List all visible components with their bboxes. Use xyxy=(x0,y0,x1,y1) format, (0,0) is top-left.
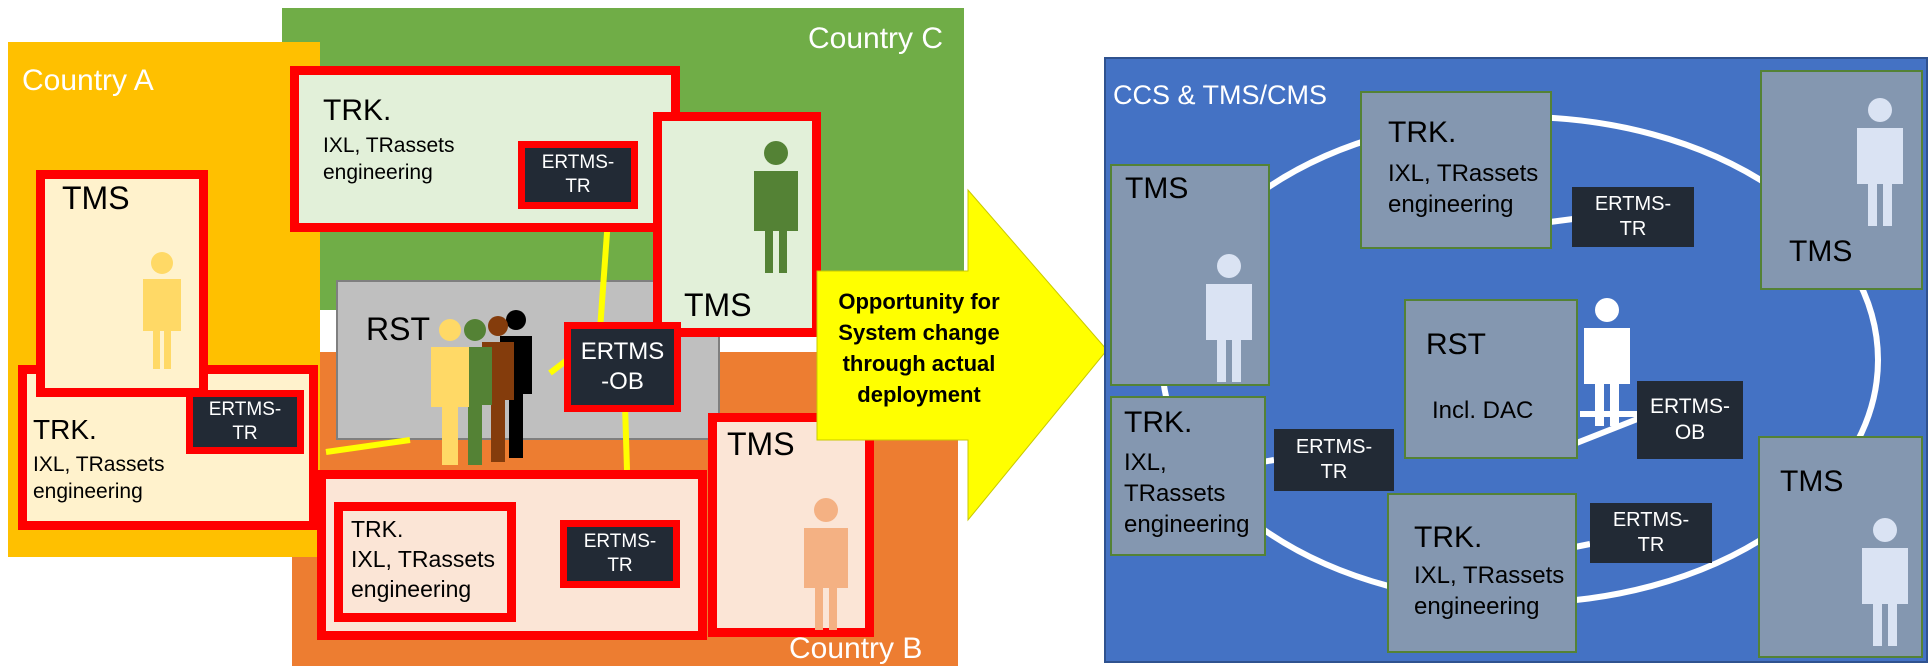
country-c-tms-box xyxy=(653,112,821,337)
right-trk-left-ertms-tr-chip: ERTMS- TR xyxy=(1274,429,1394,491)
right-tms-left-box xyxy=(1110,164,1270,386)
right-trk-bottom-title: TRK. xyxy=(1414,521,1483,554)
country-b-tms-title: TMS xyxy=(727,426,795,462)
ccs-tms-cms-title: CCS & TMS/CMS xyxy=(1113,80,1328,110)
right-trk-bottom-ertms-tr-chip: ERTMS- TR xyxy=(1590,503,1712,563)
right-rst-title: RST xyxy=(1426,328,1486,361)
right-trk-top-box xyxy=(1360,91,1552,249)
country-b-ertms-tr-chip: ERTMS- TR xyxy=(560,520,680,588)
country-b-trk-inner-box xyxy=(334,502,516,622)
country-a-trk-subtitle: IXL, TRassets engineering xyxy=(33,453,165,504)
country-c-ertms-tr-chip: ERTMS- TR xyxy=(518,141,638,209)
right-trk-left-subtitle: IXL, TRassets engineering xyxy=(1124,449,1250,539)
country-c-trk-subtitle: IXL, TRassets engineering xyxy=(323,134,455,185)
country-a-trk-title: TRK. xyxy=(33,414,97,445)
right-tms-left-title: TMS xyxy=(1125,172,1189,205)
rst-ertms-ob-chip: ERTMS -OB xyxy=(564,322,681,412)
country-b-label: Country B xyxy=(789,632,923,665)
right-rst-ertms-ob-chip: ERTMS- OB xyxy=(1637,381,1743,459)
country-a-tms-title: TMS xyxy=(62,180,130,216)
right-trk-bottom-box xyxy=(1387,493,1577,653)
country-c-tms-title: TMS xyxy=(684,287,752,323)
country-c-trk-title: TRK. xyxy=(323,94,392,127)
right-trk-left-title: TRK. xyxy=(1124,406,1193,439)
right-trk-top-ertms-tr-chip: ERTMS- TR xyxy=(1572,187,1694,247)
country-c-label: Country C xyxy=(808,22,944,55)
right-tms-top-right-title: TMS xyxy=(1789,235,1853,268)
right-trk-bottom-subtitle: IXL, TRassets engineering xyxy=(1414,562,1565,621)
right-rst-box xyxy=(1404,299,1578,459)
country-b-trk-subtitle: IXL, TRassets engineering xyxy=(351,546,496,602)
country-b-tms-box xyxy=(708,413,874,637)
country-b-trk-title: TRK. xyxy=(351,516,404,542)
country-a-ertms-tr-chip: ERTMS- TR xyxy=(186,390,304,454)
right-tms-bottom-right-title: TMS xyxy=(1780,465,1844,498)
right-trk-left-box xyxy=(1110,396,1266,556)
right-rst-subtitle: Incl. DAC xyxy=(1432,397,1534,424)
rst-title: RST xyxy=(366,311,430,347)
country-a-label: Country A xyxy=(22,64,154,97)
opportunity-arrow-text: Opportunity for System change through ac… xyxy=(838,289,1000,407)
right-trk-top-subtitle: IXL, TRassets engineering xyxy=(1388,160,1539,219)
right-trk-top-title: TRK. xyxy=(1388,116,1457,149)
country-a-tms-box xyxy=(36,170,208,397)
